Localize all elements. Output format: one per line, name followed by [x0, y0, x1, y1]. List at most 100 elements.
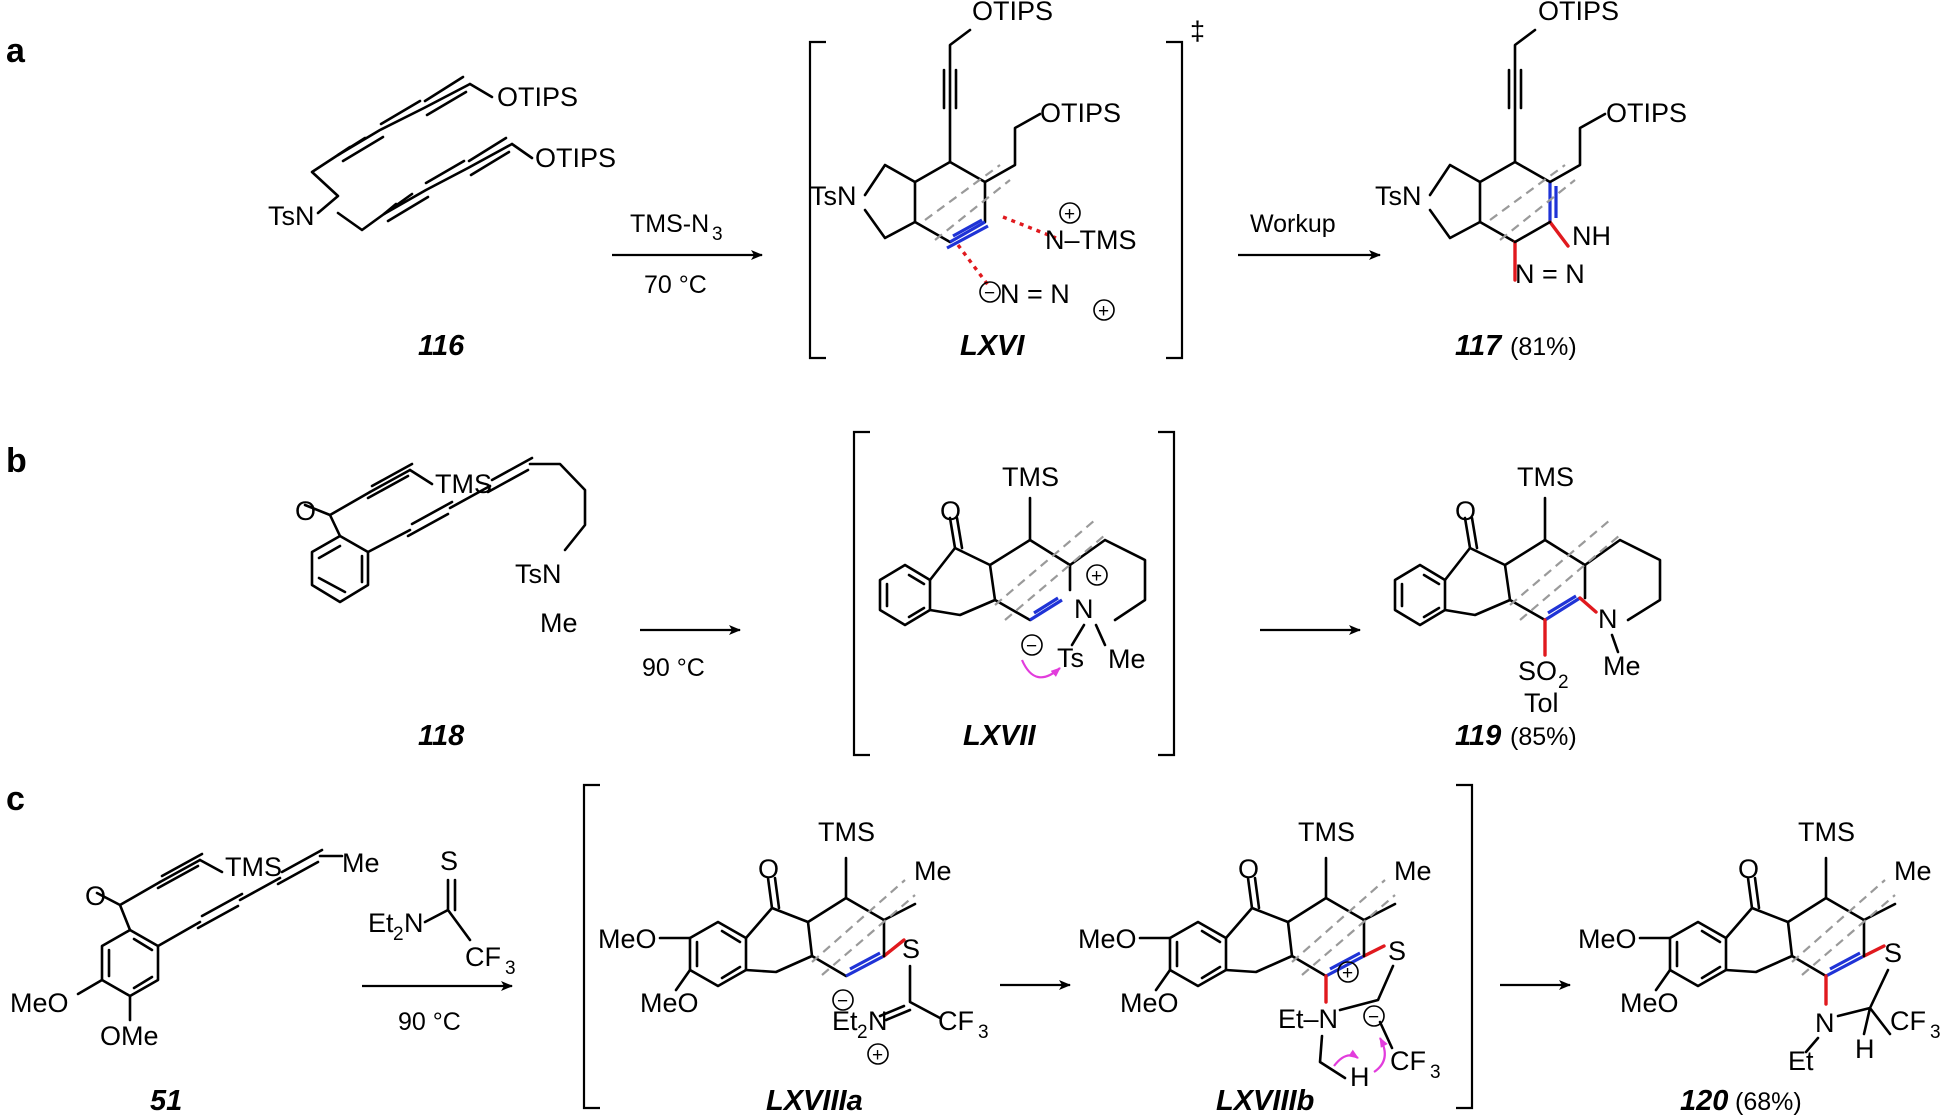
bracket-right-lxvii: [1158, 430, 1176, 757]
atom-label-o-lxvii: O: [940, 496, 961, 526]
atom-label-me-120: Me: [1894, 856, 1932, 886]
atom-label-otips-lxvi-1: OTIPS: [972, 0, 1053, 26]
atom-label-o-120: O: [1738, 854, 1759, 884]
yield-119: (85%): [1510, 723, 1577, 751]
atom-label-s-lxviiib: S: [1388, 936, 1406, 966]
atom-label-ts-lxvii: Ts: [1057, 643, 1084, 673]
atom-label-n-lxvii: N: [1074, 594, 1094, 624]
atom-label-o-lxviiia: O: [758, 854, 779, 884]
bracket-right-lxvi: [1166, 40, 1184, 360]
atom-label-meo-lxviiia-1: MeO: [598, 924, 657, 954]
reagent-n: N: [404, 908, 424, 938]
atom-label-so2: SO: [1518, 656, 1557, 686]
reaction-arrow-a2: Workup: [1238, 210, 1381, 260]
atom-label-n-120: N: [1815, 1008, 1835, 1038]
compound-label-lxviiia: LXVIIIa: [766, 1085, 863, 1117]
yield-117: (81%): [1510, 333, 1577, 361]
bracket-left-lxvii: [852, 430, 870, 757]
atom-label-tms-120: TMS: [1798, 817, 1855, 847]
reagent-cf3-subscript: 3: [505, 958, 516, 979]
charge-plus-lxvi-2: +: [1098, 301, 1109, 322]
atom-label-otips-1: OTIPS: [497, 82, 578, 112]
compound-label-117: 117: [1455, 330, 1503, 362]
reagent-tmsn3: TMS-N: [630, 210, 709, 238]
panel-b-letter: b: [6, 442, 27, 480]
atom-label-cf3-lxviiib: CF: [1390, 1046, 1426, 1076]
charge-minus-lxviiib: −: [1368, 1007, 1379, 1028]
compound-117-structure: TsN OTIPS OTIPS NH N = N: [1375, 0, 1687, 289]
compound-116-structure: TsN OTIPS OTIPS: [268, 75, 616, 232]
panel-a-letter: a: [6, 32, 26, 70]
bracket-left-lxvi: [808, 40, 826, 360]
bracket-right-lxviii: [1456, 783, 1474, 1110]
atom-label-et-120: Et: [1788, 1046, 1814, 1076]
atom-label-otips-lxvi-2: OTIPS: [1040, 98, 1121, 128]
atom-label-meo-120-2: MeO: [1620, 988, 1679, 1018]
atom-label-me-lxvii: Me: [1108, 644, 1146, 674]
atom-label-azide: N = N: [1000, 279, 1070, 309]
reagent-et2n: Et: [368, 908, 394, 938]
yield-120: (68%): [1735, 1088, 1802, 1116]
atom-label-so2-subscript: 2: [1558, 672, 1569, 693]
atom-label-me-118: Me: [540, 608, 578, 638]
atom-label-tms-lxviiib: TMS: [1298, 817, 1355, 847]
reaction-arrow-b1: 90 °C: [640, 625, 741, 682]
charge-plus-lxvi-1: +: [1064, 204, 1075, 225]
compound-label-116: 116: [418, 330, 465, 362]
compound-120-structure: O TMS Me MeO MeO S N Et H CF 3: [1578, 817, 1941, 1076]
compound-lxvi-structure: TsN OTIPS OTIPS N–TMS N = N + + −: [810, 0, 1137, 322]
transition-state-mark: ‡: [1190, 16, 1205, 46]
atom-label-meo-lxviiib-1: MeO: [1078, 924, 1137, 954]
atom-label-et-n-lxviiib: Et–N: [1278, 1004, 1338, 1034]
panel-c-letter: c: [6, 780, 25, 818]
reagent-workup: Workup: [1250, 210, 1336, 238]
atom-label-me-51: Me: [342, 848, 380, 878]
compound-label-118: 118: [418, 720, 465, 752]
compound-label-51: 51: [150, 1085, 182, 1117]
compound-label-119: 119: [1455, 720, 1501, 752]
atom-label-tsn: TsN: [268, 201, 315, 231]
condition-90c-b: 90 °C: [642, 654, 705, 682]
compound-lxviiia-structure: O TMS Me MeO MeO − S Et 2 N CF 3 +: [598, 817, 989, 1066]
charge-plus-lxviiib: +: [1342, 963, 1353, 984]
condition-70c: 70 °C: [644, 271, 707, 299]
atom-label-o-51: O: [85, 881, 106, 911]
atom-label-tol: Tol: [1524, 688, 1559, 718]
atom-label-otips-117-1: OTIPS: [1538, 0, 1619, 26]
reaction-arrow-c1: Et 2 N S CF 3 90 °C: [362, 846, 516, 1036]
atom-label-triazole: N = N: [1515, 259, 1585, 289]
reaction-arrow-a1: TMS-N 3 70 °C: [612, 210, 763, 299]
atom-label-cf3-lxviiia: CF: [938, 1006, 974, 1036]
atom-label-n-lxviiia: N: [868, 1006, 888, 1036]
atom-label-cf3-lxviiia-sub: 3: [978, 1022, 989, 1043]
atom-label-h-120: H: [1855, 1034, 1875, 1064]
atom-label-cf3-120-sub: 3: [1930, 1022, 1941, 1043]
atom-label-me-lxviiib: Me: [1394, 856, 1432, 886]
atom-label-tsn-118: TsN: [515, 559, 562, 589]
charge-minus-lxvi: −: [984, 283, 995, 304]
condition-90c-c: 90 °C: [398, 1008, 461, 1036]
compound-lxvii-structure: O TMS N + Ts Me −: [878, 462, 1147, 679]
atom-label-meo-lxviiia-2: MeO: [640, 988, 699, 1018]
atom-label-cf3-lxviiib-sub: 3: [1430, 1062, 1441, 1083]
atom-label-ome-51: OMe: [100, 1021, 159, 1051]
atom-label-me-lxviiia: Me: [914, 856, 952, 886]
atom-label-n-119: N: [1598, 604, 1618, 634]
atom-label-o-118: O: [295, 496, 316, 526]
atom-label-tsn-lxvi: TsN: [810, 181, 857, 211]
atom-label-otips-2: OTIPS: [535, 143, 616, 173]
atom-label-meo-51: MeO: [10, 988, 69, 1018]
atom-label-tms-119: TMS: [1517, 462, 1574, 492]
compound-label-120: 120: [1680, 1085, 1728, 1117]
compound-119-structure: O TMS N Me SO 2 Tol: [1393, 462, 1662, 718]
reagent-s: S: [440, 846, 458, 876]
bracket-left-lxviii: [582, 783, 600, 1110]
atom-label-tms-lxviiia: TMS: [818, 817, 875, 847]
atom-label-s-lxviiia: S: [902, 934, 920, 964]
atom-label-et2n-lxviiia: Et: [832, 1006, 858, 1036]
charge-plus-lxviiia: +: [872, 1045, 883, 1066]
atom-label-tms-51: TMS: [225, 852, 282, 882]
compound-label-lxvii: LXVII: [963, 720, 1036, 752]
compound-label-lxviiib: LXVIIIb: [1216, 1085, 1314, 1117]
compound-lxviiib-structure: O TMS Me MeO MeO S Et–N + − CF 3 H: [1078, 817, 1441, 1092]
